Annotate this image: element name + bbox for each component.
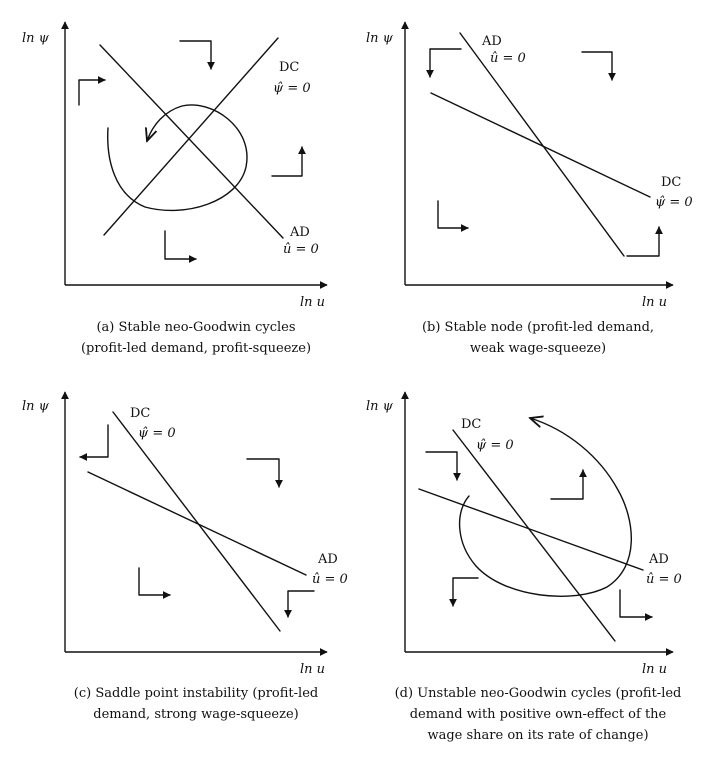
panel-c-axes xyxy=(61,391,328,656)
panel-a-ad-label: AD xyxy=(289,225,310,240)
panel-b-ad-label: AD xyxy=(481,34,502,49)
panel-d-caption-line3: wage share on its rate of change) xyxy=(427,728,648,743)
panel-a-dc-curve xyxy=(103,37,279,236)
panel-c-dc-label: DC xyxy=(130,406,150,421)
panel-b-caption-line2: weak wage-squeeze) xyxy=(470,341,606,356)
panel-a-caption-line1: (a) Stable neo-Goodwin cycles xyxy=(96,320,295,335)
panel-d-ad-label: AD xyxy=(648,552,669,567)
panel-b-direction-arrows xyxy=(426,48,663,257)
panel-a-x-axis-label: ln u xyxy=(300,295,325,310)
panel-d-direction-arrows xyxy=(425,451,653,621)
panel-c-ad-label: AD xyxy=(317,552,338,567)
panel-c-dc-curve xyxy=(112,411,281,632)
panel-d-u-eq: û = 0 xyxy=(646,572,682,587)
panel-b-caption-line1: (b) Stable node (profit-led demand, xyxy=(422,320,654,335)
panel-a-psi-eq: ψ̂ = 0 xyxy=(273,81,311,96)
panel-a-ad-curve xyxy=(99,44,284,239)
panel-b-ad-curve xyxy=(459,32,625,257)
panel-c-y-axis-label: ln ψ xyxy=(22,399,50,414)
panel-c-psi-eq: ψ̂ = 0 xyxy=(138,426,176,441)
panel-d-psi-eq: ψ̂ = 0 xyxy=(476,438,514,453)
panel-c-caption-line2: demand, strong wage-squeeze) xyxy=(93,707,298,722)
panel-d-x-axis-label: ln u xyxy=(642,662,667,677)
panel-a-u-eq: û = 0 xyxy=(283,242,319,257)
panel-d-dc-label: DC xyxy=(461,417,481,432)
panel-d-caption-line2: demand with positive own-effect of the xyxy=(410,707,667,722)
panel-d-y-axis-label: ln ψ xyxy=(366,399,394,414)
panel-b-x-axis-label: ln u xyxy=(642,295,667,310)
panel-b-psi-eq: ψ̂ = 0 xyxy=(655,195,693,210)
panel-a-y-axis-label: ln ψ xyxy=(22,31,50,46)
panel-a-caption-line2: (profit-led demand, profit-squeeze) xyxy=(81,341,311,356)
panel-d: ln ψ ln u DC ψ̂ = 0 AD û = 0 (d) Unstabl… xyxy=(366,391,682,743)
panel-b-dc-curve xyxy=(430,92,651,198)
panel-b-u-eq: û = 0 xyxy=(490,51,526,66)
panel-d-axes xyxy=(401,391,674,656)
panel-b-axes xyxy=(401,21,674,289)
panel-d-dc-curve xyxy=(452,429,616,642)
panel-c-ad-curve xyxy=(87,471,307,576)
panel-c-direction-arrows xyxy=(79,424,315,618)
panel-a-trajectory xyxy=(107,104,248,212)
panel-b-dc-label: DC xyxy=(661,175,681,190)
panel-d-caption-line1: (d) Unstable neo-Goodwin cycles (profit-… xyxy=(395,686,682,701)
panel-c-x-axis-label: ln u xyxy=(300,662,325,677)
panel-c: ln ψ ln u DC ψ̂ = 0 AD û = 0 (c) Saddle … xyxy=(22,391,348,722)
panel-b-y-axis-label: ln ψ xyxy=(366,31,394,46)
panel-a-dc-label: DC xyxy=(279,60,299,75)
panel-b: ln ψ ln u AD û = 0 DC ψ̂ = 0 (b) Stable … xyxy=(366,21,693,356)
panel-a: ln ψ ln u DC ψ̂ = 0 AD û = 0 (a) Stable … xyxy=(22,21,328,356)
panel-c-u-eq: û = 0 xyxy=(312,572,348,587)
panel-c-caption-line1: (c) Saddle point instability (profit-led xyxy=(74,686,318,701)
panel-a-axes xyxy=(61,21,328,289)
panel-d-ad-curve xyxy=(418,488,644,571)
panel-d-trajectory xyxy=(458,418,633,597)
panel-a-direction-arrows xyxy=(78,40,306,263)
